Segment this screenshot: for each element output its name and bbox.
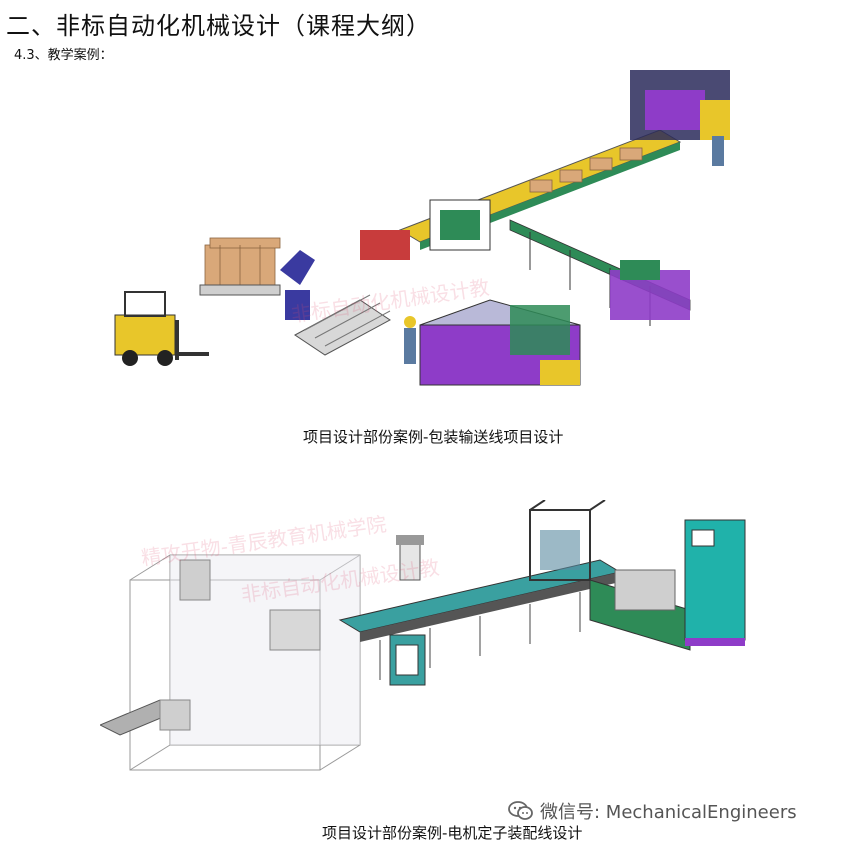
figure-2-caption: 项目设计部份案例-电机定子装配线设计: [322, 824, 583, 842]
stator-assembly-line-illustration: [100, 500, 746, 771]
wechat-label: 微信号: MechanicalEngineers: [540, 802, 797, 823]
figure-1-caption: 项目设计部份案例-包装输送线项目设计: [303, 428, 564, 446]
packaging-line-illustration: [114, 70, 730, 386]
wechat-brand: 微信号: MechanicalEngineers: [508, 798, 797, 824]
document-title: 二、非标自动化机械设计（课程大纲）: [6, 12, 431, 40]
section-heading: 4.3、教学案例：: [14, 48, 113, 63]
wechat-icon: [508, 801, 533, 820]
